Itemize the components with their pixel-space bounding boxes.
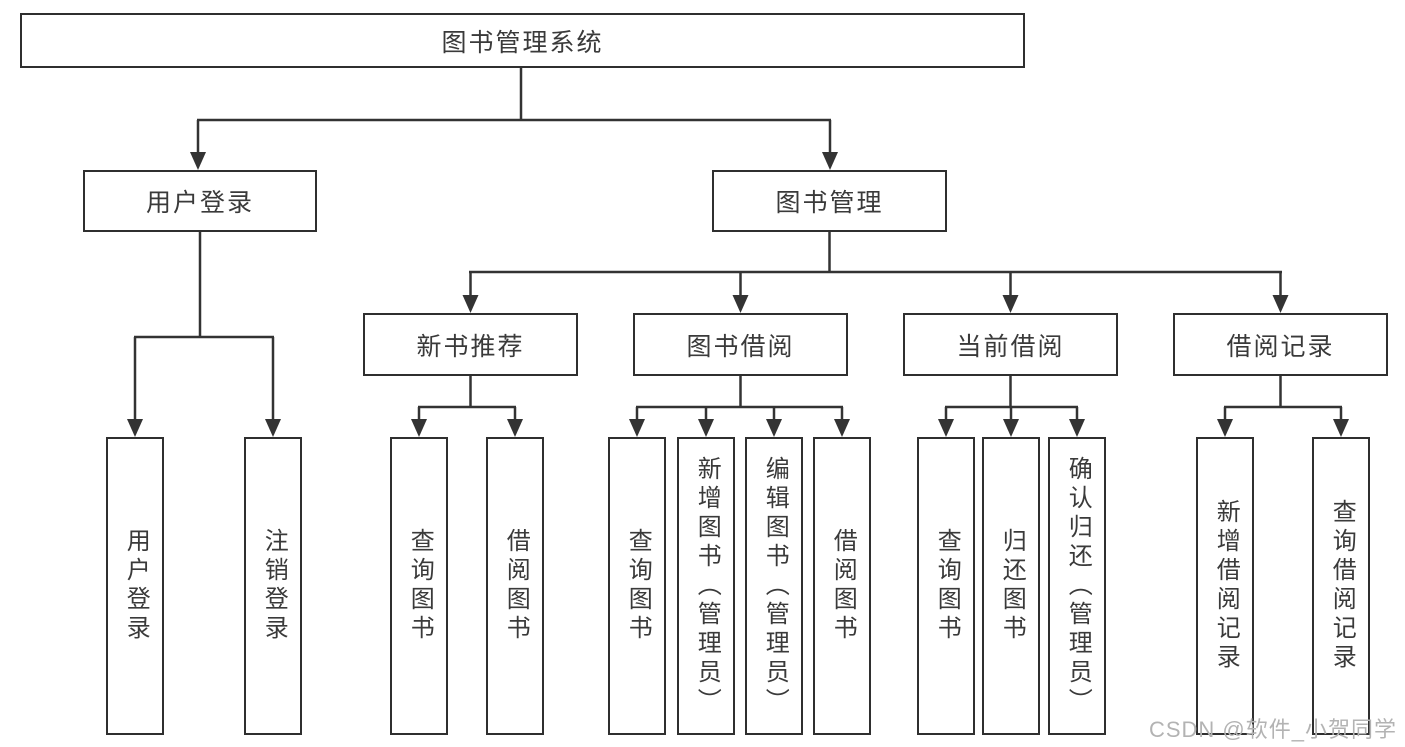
node-book-borrowing: 图书借阅 <box>633 313 848 376</box>
leaf-query-books-borrowing: 查询图书 <box>608 437 666 735</box>
node-label: 新增图书（管理员） <box>693 455 721 717</box>
leaf-borrow-books-recommend: 借阅图书 <box>486 437 544 735</box>
connector-book-management <box>462 232 1289 313</box>
leaf-user-login: 用户登录 <box>106 437 164 735</box>
node-label: 借阅图书 <box>502 528 530 644</box>
node-label: 借阅记录 <box>1226 332 1335 361</box>
node-label: 查询图书 <box>406 528 434 644</box>
leaf-borrow-books: 借阅图书 <box>813 437 871 735</box>
leaf-add-borrow-record: 新增借阅记录 <box>1196 437 1254 735</box>
node-label: 查询借阅记录 <box>1328 499 1356 673</box>
node-label: 用户登录 <box>122 528 150 644</box>
connector-new-book-recommendation <box>411 376 523 437</box>
leaf-logout: 注销登录 <box>244 437 302 735</box>
leaf-query-books-recommend: 查询图书 <box>390 437 448 735</box>
leaf-confirm-return-admin: 确认归还（管理员） <box>1048 437 1106 735</box>
node-book-management: 图书管理 <box>712 170 947 232</box>
node-label: 用户登录 <box>145 189 254 217</box>
node-user-login: 用户登录 <box>83 170 317 232</box>
leaf-edit-books-admin: 编辑图书（管理员） <box>745 437 803 735</box>
node-label: 新增借阅记录 <box>1212 499 1240 673</box>
node-label: 图书管理 <box>775 189 884 217</box>
node-label: 查询图书 <box>933 528 961 644</box>
node-label: 注销登录 <box>260 528 288 644</box>
connector-user-login <box>127 232 281 437</box>
node-new-book-recommendation: 新书推荐 <box>363 313 578 376</box>
node-label: 确认归还（管理员） <box>1064 455 1092 717</box>
node-label: 新书推荐 <box>416 332 525 361</box>
node-label: 图书借阅 <box>686 332 795 361</box>
node-label: 借阅图书 <box>829 528 857 644</box>
leaf-query-books-current: 查询图书 <box>917 437 975 735</box>
csdn-watermark: CSDN @软件_小贺同学 <box>1148 717 1397 742</box>
node-borrowing-records: 借阅记录 <box>1173 313 1388 376</box>
leaf-query-borrow-record: 查询借阅记录 <box>1312 437 1370 735</box>
leaf-return-books: 归还图书 <box>982 437 1040 735</box>
node-label: 图书管理系统 <box>441 28 604 57</box>
node-current-borrowing: 当前借阅 <box>903 313 1118 376</box>
leaf-add-books-admin: 新增图书（管理员） <box>677 437 735 735</box>
node-label: 编辑图书（管理员） <box>761 455 789 717</box>
connector-book-borrowing <box>629 376 850 437</box>
node-label: 归还图书 <box>998 528 1026 644</box>
node-label: 当前借阅 <box>956 332 1065 361</box>
node-book-management-system: 图书管理系统 <box>20 13 1025 68</box>
connector-root <box>190 68 838 170</box>
node-label: 查询图书 <box>624 528 652 644</box>
connector-current-borrowing <box>938 376 1085 437</box>
connector-borrowing-records <box>1217 376 1349 437</box>
